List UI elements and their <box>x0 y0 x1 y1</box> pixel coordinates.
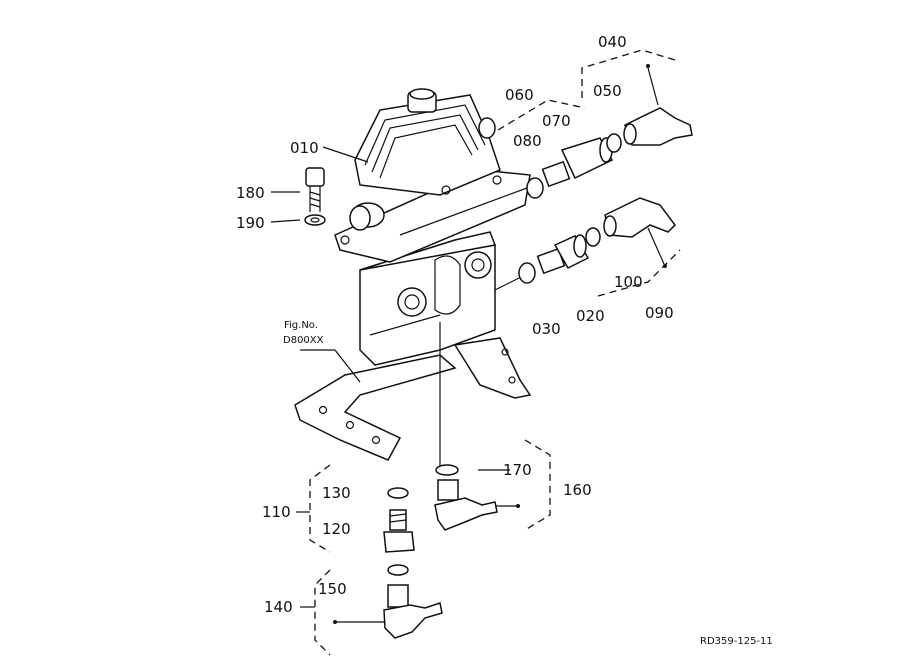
bracket-140 <box>314 569 331 656</box>
label-010: 010 <box>290 139 319 157</box>
elbow-fitting-090 <box>603 197 676 268</box>
bolt-180 <box>305 167 325 212</box>
label-090: 090 <box>645 304 674 322</box>
pilot-valve-010 <box>349 88 501 231</box>
label-170: 170 <box>503 461 532 479</box>
o-ring-170 <box>435 464 459 476</box>
o-ring-080 <box>526 177 544 199</box>
label-160: 160 <box>563 481 592 499</box>
bracket-160 <box>524 439 551 531</box>
o-ring-030 <box>518 262 536 284</box>
label-120: 120 <box>322 520 351 538</box>
adapter-020 <box>536 234 590 275</box>
bracket-110 <box>309 464 331 553</box>
bracket-090 <box>597 249 681 297</box>
o-ring-050 <box>606 133 622 153</box>
adapter-070 <box>541 137 614 188</box>
label-130: 130 <box>322 484 351 502</box>
label-100: 100 <box>614 273 643 291</box>
label-050: 050 <box>593 82 622 100</box>
fig-ref-line2: D800XX <box>283 335 324 346</box>
label-150: 150 <box>318 580 347 598</box>
label-190: 190 <box>236 214 265 232</box>
washer-190 <box>304 214 326 226</box>
label-020: 020 <box>576 307 605 325</box>
bracket-040 <box>581 49 676 98</box>
elbow-fitting-040 <box>623 64 693 146</box>
o-ring-150 <box>387 564 409 576</box>
label-030: 030 <box>532 320 561 338</box>
elbow-fitting-140 <box>333 584 443 639</box>
fig-ref-line1: Fig.No. <box>284 320 318 331</box>
label-060: 060 <box>505 86 534 104</box>
label-110: 110 <box>262 503 291 521</box>
label-180: 180 <box>236 184 265 202</box>
mounting-bracket <box>294 337 532 461</box>
drawing-code: RD359-125-11 <box>700 636 773 647</box>
o-ring-130 <box>387 487 409 499</box>
label-040: 040 <box>598 33 627 51</box>
adapter-120 <box>383 509 415 553</box>
elbow-fitting-160 <box>434 479 520 531</box>
label-080: 080 <box>513 132 542 150</box>
o-ring-100 <box>585 227 601 247</box>
label-140: 140 <box>264 598 293 616</box>
label-070: 070 <box>542 112 571 130</box>
